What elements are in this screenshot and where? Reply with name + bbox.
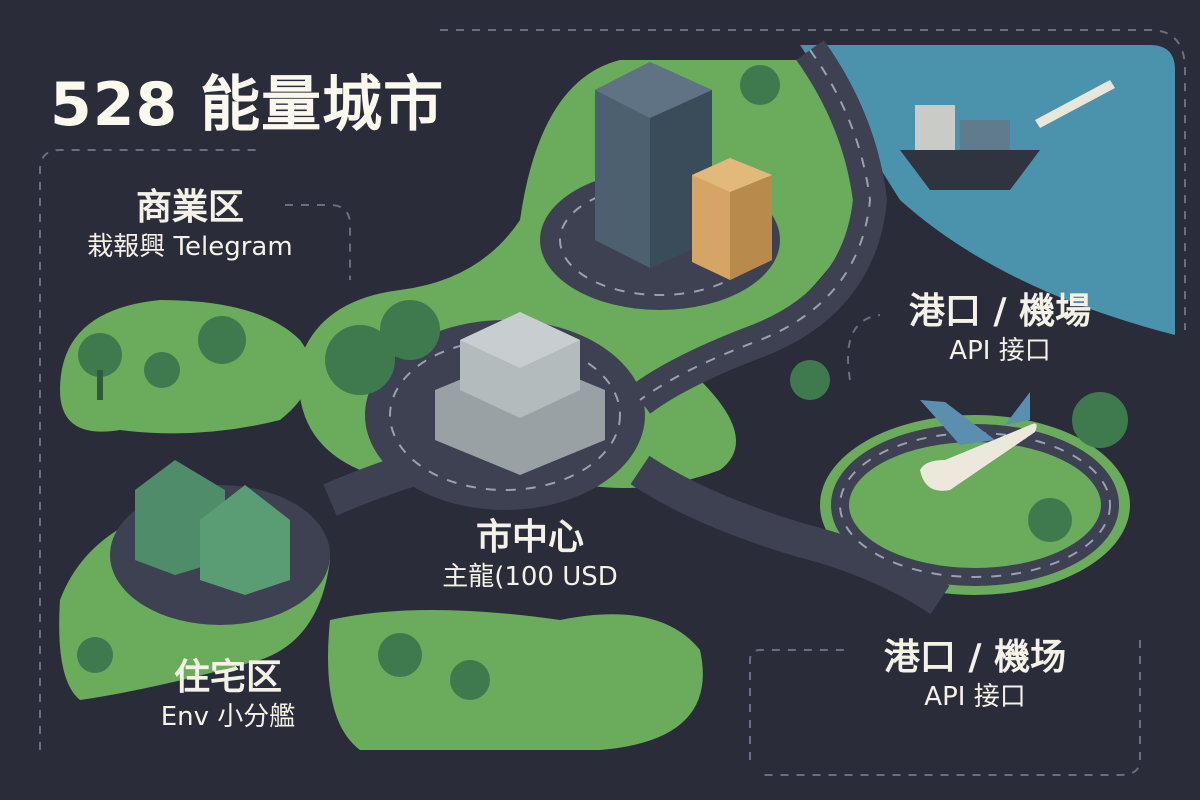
district-commercial: 商業区 栽報興 Telegram [87,186,292,264]
district-subtitle: Env 小分艦 [160,702,296,732]
airplane [920,392,1037,491]
district-subtitle: API 接口 [924,682,1026,712]
district-name: 商業区 [135,187,244,228]
district-residential: 住宅区 Env 小分艦 [161,656,296,734]
district-name: 港口 / 機场 [883,637,1067,678]
airplane-distant [1035,80,1115,128]
dashed-boundaries [39,29,1186,776]
ship [900,105,1040,190]
district-port-airport-2: 港口 / 機场 API 接口 [884,636,1066,714]
district-name: 市中心 [475,517,584,558]
district-subtitle: 主龍(100 USD [442,562,618,592]
district-subtitle: 栽報興 Telegram [87,232,293,262]
district-subtitle: API 接口 [949,336,1051,366]
district-downtown: 市中心 主龍(100 USD [442,516,618,594]
page-title: 528 能量城市 [50,70,445,140]
district-name: 港口 / 機場 [908,291,1092,332]
district-name: 住宅区 [173,657,282,698]
district-port-airport-1: 港口 / 機場 API 接口 [909,290,1091,368]
buildings [135,62,772,595]
trees [77,65,1128,700]
